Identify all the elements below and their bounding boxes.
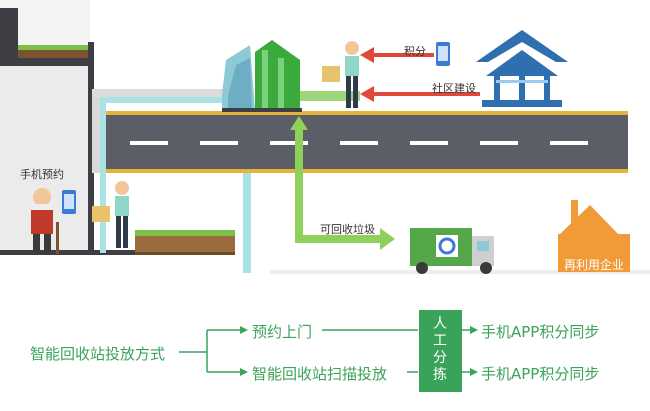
residential-building [0, 0, 135, 255]
phone-booking-label: 手机预约 [20, 168, 64, 181]
elderly-man-icon [31, 188, 59, 254]
flow-branch-top: 预约上门 [252, 323, 313, 341]
phone-icon [436, 42, 450, 66]
flow-result-top: 手机APP积分同步 [481, 323, 600, 341]
planter-box [135, 230, 235, 255]
sorting-char: 工 [433, 333, 447, 349]
flow-branch-bottom: 智能回收站扫描投放 [252, 365, 388, 383]
recyclable-label: 可回收垃圾 [320, 223, 375, 236]
sorting-char: 拣 [433, 367, 447, 383]
sorting-label: 人 工 分 拣 [432, 316, 448, 384]
phone-icon-left [62, 190, 76, 214]
points-label: 积分 [404, 45, 426, 58]
sorting-char: 人 [433, 316, 447, 332]
green-route-arrow [290, 91, 395, 250]
flow-arrowheads [240, 326, 478, 376]
flow-result-bottom: 手机APP积分同步 [481, 365, 600, 383]
community-label: 社区建设 [432, 82, 476, 95]
reuse-company-label: 再利用企业 [564, 258, 625, 272]
elevated-road [92, 91, 628, 173]
pavilion-icon [476, 30, 568, 107]
flow-lines [179, 329, 470, 373]
office-buildings [222, 40, 302, 112]
pipes [92, 89, 650, 274]
reuse-company-building [558, 200, 630, 272]
sorting-char: 分 [433, 350, 447, 366]
sorting-box [419, 310, 462, 392]
flow-root: 智能回收站投放方式 [30, 345, 166, 363]
recycle-icon [438, 237, 456, 255]
truck-icon [410, 228, 494, 274]
red-arrows [360, 47, 480, 102]
worker-icon [322, 41, 359, 108]
worker-icon-left [92, 181, 129, 248]
